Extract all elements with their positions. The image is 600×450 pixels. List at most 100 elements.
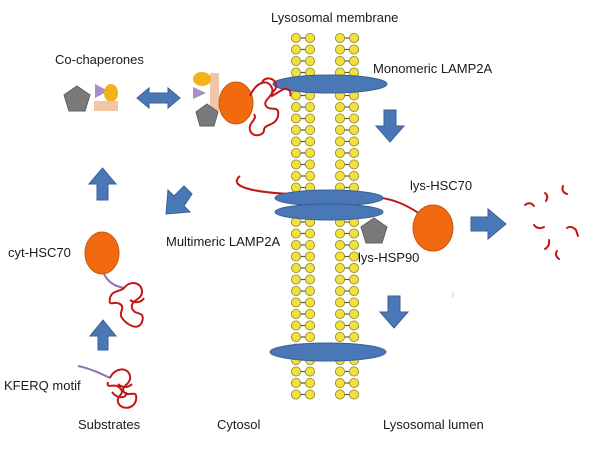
lipid-head — [290, 102, 301, 113]
lipid-head — [290, 239, 301, 250]
lipid-head — [290, 377, 301, 388]
lipid-head — [304, 147, 315, 158]
lipid-head — [348, 147, 359, 158]
lipid-head — [348, 389, 359, 400]
lipid-head — [348, 102, 359, 113]
lipid-head — [334, 33, 345, 44]
lipid-head — [290, 366, 301, 377]
lipid-head — [304, 170, 315, 181]
lumen-speck — [451, 291, 454, 299]
lipid-head — [334, 136, 345, 147]
arrow-down-monomer — [374, 109, 406, 143]
lipid-head — [334, 102, 345, 113]
lamp2a-multimeric — [274, 189, 384, 221]
lipid-head — [304, 159, 315, 170]
lipid-head — [304, 320, 315, 331]
co-chaperones-label: Co-chaperones — [55, 52, 144, 67]
lipid-head — [290, 33, 301, 44]
lipid-head — [304, 262, 315, 273]
lipid-head — [348, 262, 359, 273]
co-chaperone-complex-bound — [193, 72, 292, 137]
hsp90-pentagon-free — [63, 85, 91, 112]
lipid-head — [304, 308, 315, 319]
lipid-head — [334, 366, 345, 377]
lamp2a-monomeric — [272, 74, 388, 94]
lipid-head — [290, 125, 301, 136]
lipid-head — [348, 297, 359, 308]
arrow-right-degradation — [470, 207, 507, 241]
lipid-head — [348, 113, 359, 124]
lipid-head — [348, 136, 359, 147]
lipid-head — [290, 274, 301, 285]
lipid-head — [348, 251, 359, 262]
lipid-head — [304, 331, 315, 342]
arrow-down-lumen — [378, 295, 410, 329]
lipid-head — [290, 297, 301, 308]
lipid-head — [290, 182, 301, 193]
lipid-head — [304, 297, 315, 308]
lipid-head — [348, 320, 359, 331]
lipid-head — [334, 320, 345, 331]
lipid-head — [348, 274, 359, 285]
lipid-head — [334, 147, 345, 158]
arrow-up-cyt-hsc70 — [87, 167, 118, 201]
lipid-head — [290, 44, 301, 55]
lipid-head — [334, 285, 345, 296]
lipid-head — [304, 44, 315, 55]
cytosol-label: Cytosol — [217, 417, 261, 432]
lipid-head — [334, 125, 345, 136]
lipid-head — [290, 136, 301, 147]
lipid-head — [304, 274, 315, 285]
free-substrate — [77, 365, 138, 409]
lipid-head — [334, 331, 345, 342]
lipid-head — [290, 308, 301, 319]
lipid-head — [348, 33, 359, 44]
lipid-head — [290, 159, 301, 170]
lipid-head — [334, 308, 345, 319]
lipid-head — [348, 159, 359, 170]
cyt-hsc70-complex — [84, 231, 145, 328]
lys-hsc70-label: lys-HSC70 — [410, 178, 473, 193]
lipid-head — [334, 56, 345, 67]
lipid-head — [348, 308, 359, 319]
lipid-head — [304, 228, 315, 239]
lipid-head — [304, 239, 315, 250]
lipid-head — [348, 125, 359, 136]
lipid-head — [334, 262, 345, 273]
co-chaperone-rect — [94, 101, 118, 111]
lipid-head — [304, 389, 315, 400]
lamp2a-recycled — [269, 342, 387, 362]
monomeric-lamp2a-label: Monomeric LAMP2A — [373, 61, 493, 76]
lipid-head — [290, 228, 301, 239]
kferq-motif-label: KFERQ motif — [4, 378, 81, 393]
lipid-head — [304, 285, 315, 296]
lipid-head — [290, 67, 301, 78]
lipid-head — [334, 239, 345, 250]
co-chaperone-triangle — [95, 84, 108, 98]
lipid-head — [290, 251, 301, 262]
lipid-head — [304, 125, 315, 136]
lipid-head — [304, 366, 315, 377]
lipid-head — [290, 113, 301, 124]
lipid-head — [334, 389, 345, 400]
lipid-head — [334, 113, 345, 124]
cyt-hsc70-label: cyt-HSC70 — [8, 245, 71, 260]
lipid-head — [304, 377, 315, 388]
substrates-label: Substrates — [78, 417, 141, 432]
lipid-head — [334, 228, 345, 239]
lipid-head — [304, 136, 315, 147]
lipid-head — [290, 56, 301, 67]
lipid-head — [304, 56, 315, 67]
lipid-head — [348, 285, 359, 296]
degraded-fragments — [524, 185, 579, 260]
lys-hsp90-label: lys-HSP90 — [358, 250, 420, 265]
bilayer-membrane — [290, 33, 359, 400]
lipid-head — [334, 377, 345, 388]
lipid-head — [348, 56, 359, 67]
lipid-head — [334, 44, 345, 55]
lipid-head — [304, 113, 315, 124]
lipid-head — [348, 239, 359, 250]
lysosomal-membrane-label: Lysosomal membrane — [271, 10, 399, 25]
